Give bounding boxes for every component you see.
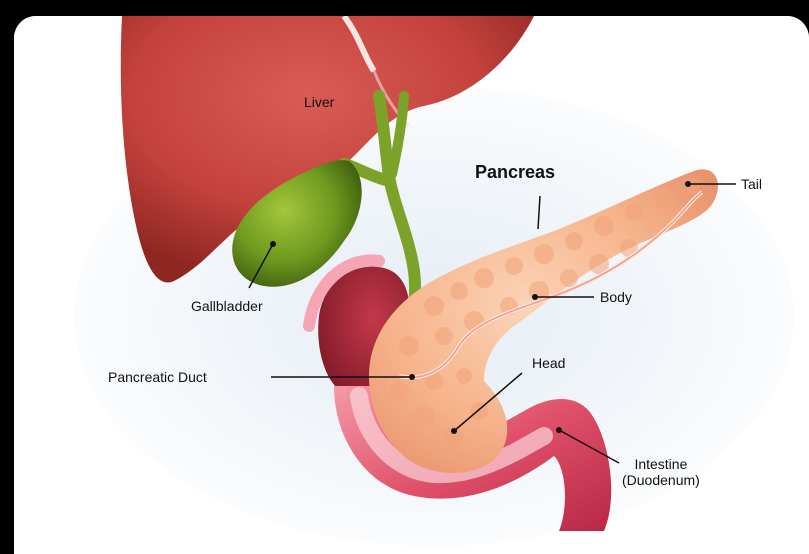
label-body: Body <box>600 289 632 305</box>
label-pancreas: Pancreas <box>475 162 555 183</box>
label-head: Head <box>532 355 565 371</box>
label-pancreatic-duct: Pancreatic Duct <box>108 369 207 385</box>
label-intestine-line1: Intestine <box>622 456 700 472</box>
label-intestine-line2: (Duodenum) <box>622 472 700 488</box>
label-tail: Tail <box>741 176 762 192</box>
label-liver: Liver <box>304 94 334 110</box>
label-gallbladder: Gallbladder <box>191 298 263 314</box>
illustration-frame: Liver Pancreas Tail Gallbladder Body Hea… <box>14 16 809 554</box>
label-intestine: Intestine (Duodenum) <box>622 456 700 488</box>
